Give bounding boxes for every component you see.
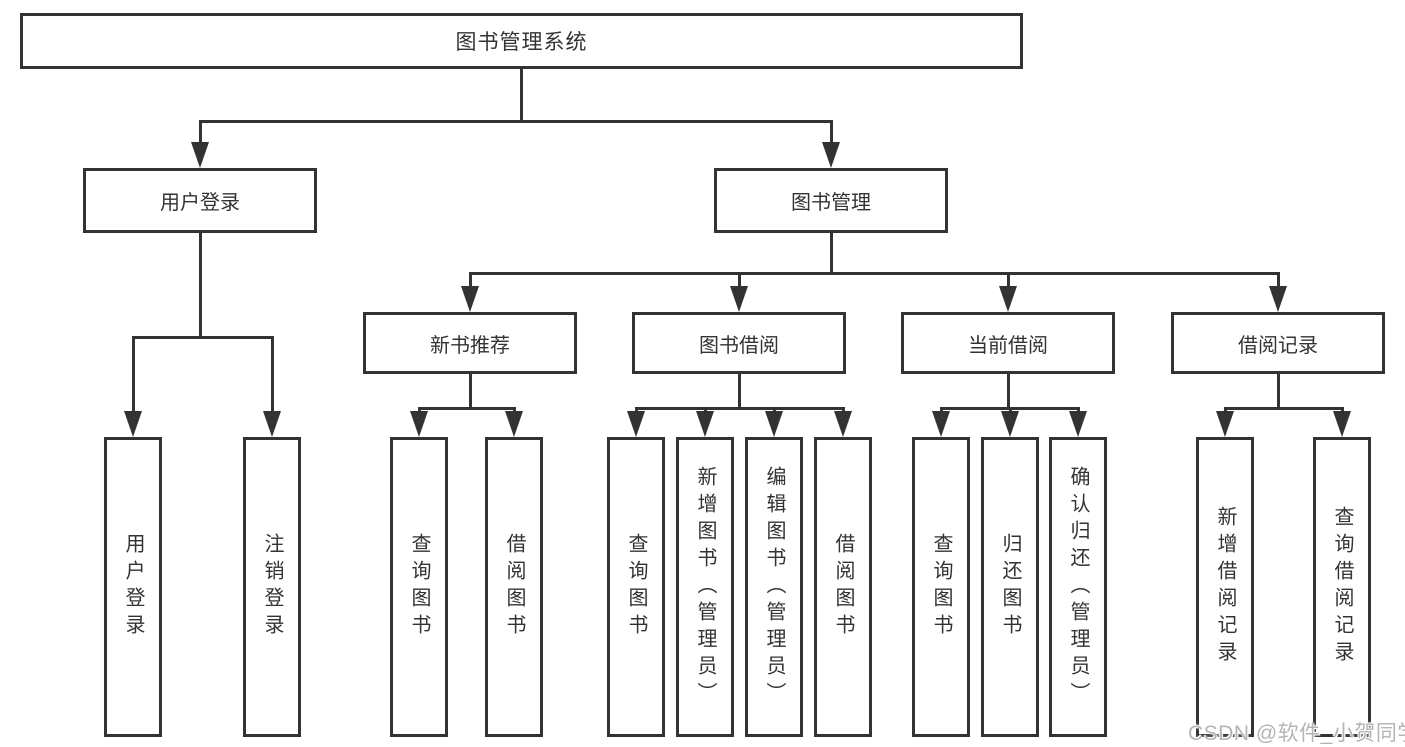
node-borrow-record-label: 借阅记录 bbox=[1238, 334, 1318, 357]
connector-vline bbox=[1276, 374, 1280, 410]
arrow-down-icon bbox=[834, 411, 852, 437]
leaf-borrow-books-recommend-label: 借阅图书 bbox=[503, 533, 525, 641]
leaf-query-books-borrow: 查询图书 bbox=[607, 437, 665, 737]
leaf-edit-books-admin: 编辑图书（管理员） bbox=[745, 437, 803, 737]
connector-vline bbox=[841, 407, 845, 411]
arrow-down-icon bbox=[1216, 411, 1234, 437]
connector-hline bbox=[198, 120, 833, 123]
node-current-borrow-label: 当前借阅 bbox=[968, 334, 1048, 357]
connector-vline bbox=[703, 407, 707, 411]
connector-vline bbox=[1006, 374, 1010, 410]
connector-vline bbox=[829, 233, 833, 275]
node-root-label: 图书管理系统 bbox=[455, 31, 588, 54]
connector-hline bbox=[131, 336, 274, 339]
arrow-down-icon bbox=[730, 286, 748, 312]
connector-vline bbox=[829, 120, 833, 142]
connector-vline bbox=[131, 336, 135, 411]
leaf-confirm-return-admin-label: 确认归还（管理员） bbox=[1067, 465, 1089, 709]
node-user-login: 用户登录 bbox=[83, 168, 317, 233]
arrow-down-icon bbox=[1333, 411, 1351, 437]
arrow-down-icon bbox=[627, 411, 645, 437]
leaf-add-books-admin: 新增图书（管理员） bbox=[676, 437, 734, 737]
leaf-query-books-current-label: 查询图书 bbox=[930, 533, 952, 641]
connector-vline bbox=[1340, 407, 1344, 411]
leaf-logout: 注销登录 bbox=[243, 437, 301, 737]
leaf-user-login: 用户登录 bbox=[104, 437, 162, 737]
connector-vline bbox=[737, 272, 741, 286]
connector-vline bbox=[1076, 407, 1080, 411]
connector-vline bbox=[772, 407, 776, 411]
leaf-query-books-borrow-label: 查询图书 bbox=[625, 533, 647, 641]
connector-vline bbox=[939, 407, 943, 411]
arrow-down-icon bbox=[461, 286, 479, 312]
arrow-down-icon bbox=[191, 142, 209, 168]
leaf-add-borrow-record-label: 新增借阅记录 bbox=[1214, 506, 1236, 668]
leaf-add-books-admin-label: 新增图书（管理员） bbox=[694, 465, 716, 709]
connector-vline bbox=[468, 374, 472, 410]
node-borrow-record: 借阅记录 bbox=[1171, 312, 1385, 374]
connector-vline bbox=[512, 407, 516, 411]
watermark-text: CSDN @软件_小贺同学 bbox=[1188, 722, 1405, 745]
leaf-query-books-recommend-label: 查询图书 bbox=[408, 533, 430, 641]
node-book-management-label: 图书管理 bbox=[791, 192, 871, 214]
connector-vline bbox=[519, 69, 523, 123]
connector-vline bbox=[737, 374, 741, 410]
node-new-book-recommend-label: 新书推荐 bbox=[430, 334, 510, 357]
node-book-management: 图书管理 bbox=[714, 168, 948, 233]
arrow-down-icon bbox=[822, 142, 840, 168]
leaf-user-login-label: 用户登录 bbox=[122, 533, 144, 641]
arrow-down-icon bbox=[505, 411, 523, 437]
arrow-down-icon bbox=[1269, 286, 1287, 312]
connector-hline bbox=[634, 407, 845, 410]
connector-vline bbox=[1008, 407, 1012, 411]
arrow-down-icon bbox=[999, 286, 1017, 312]
leaf-return-books: 归还图书 bbox=[981, 437, 1039, 737]
leaf-return-books-label: 归还图书 bbox=[999, 533, 1021, 641]
connector-vline bbox=[468, 272, 472, 286]
leaf-borrow-books-label: 借阅图书 bbox=[832, 533, 854, 641]
arrow-down-icon bbox=[765, 411, 783, 437]
arrow-down-icon bbox=[410, 411, 428, 437]
arrow-down-icon bbox=[1001, 411, 1019, 437]
node-root: 图书管理系统 bbox=[20, 13, 1023, 69]
leaf-query-borrow-record: 查询借阅记录 bbox=[1313, 437, 1371, 737]
node-new-book-recommend: 新书推荐 bbox=[363, 312, 577, 374]
leaf-borrow-books-recommend: 借阅图书 bbox=[485, 437, 543, 737]
node-book-borrow: 图书借阅 bbox=[632, 312, 846, 374]
connector-hline bbox=[1223, 407, 1344, 410]
connector-hline bbox=[468, 272, 1280, 275]
connector-vline bbox=[198, 120, 202, 142]
connector-vline bbox=[270, 336, 274, 411]
arrow-down-icon bbox=[696, 411, 714, 437]
connector-vline bbox=[198, 233, 202, 339]
leaf-query-books-recommend: 查询图书 bbox=[390, 437, 448, 737]
leaf-confirm-return-admin: 确认归还（管理员） bbox=[1049, 437, 1107, 737]
node-user-login-label: 用户登录 bbox=[160, 192, 240, 214]
connector-vline bbox=[1223, 407, 1227, 411]
connector-hline bbox=[417, 407, 516, 410]
arrow-down-icon bbox=[1069, 411, 1087, 437]
arrow-down-icon bbox=[124, 411, 142, 437]
leaf-borrow-books: 借阅图书 bbox=[814, 437, 872, 737]
leaf-query-borrow-record-label: 查询借阅记录 bbox=[1331, 506, 1353, 668]
leaf-edit-books-admin-label: 编辑图书（管理员） bbox=[763, 465, 785, 709]
node-current-borrow: 当前借阅 bbox=[901, 312, 1115, 374]
connector-vline bbox=[1006, 272, 1010, 286]
connector-vline bbox=[1276, 272, 1280, 286]
leaf-add-borrow-record: 新增借阅记录 bbox=[1196, 437, 1254, 737]
arrow-down-icon bbox=[932, 411, 950, 437]
leaf-query-books-current: 查询图书 bbox=[912, 437, 970, 737]
connector-vline bbox=[417, 407, 421, 411]
node-book-borrow-label: 图书借阅 bbox=[699, 334, 779, 357]
leaf-logout-label: 注销登录 bbox=[261, 533, 283, 641]
arrow-down-icon bbox=[263, 411, 281, 437]
connector-vline bbox=[634, 407, 638, 411]
